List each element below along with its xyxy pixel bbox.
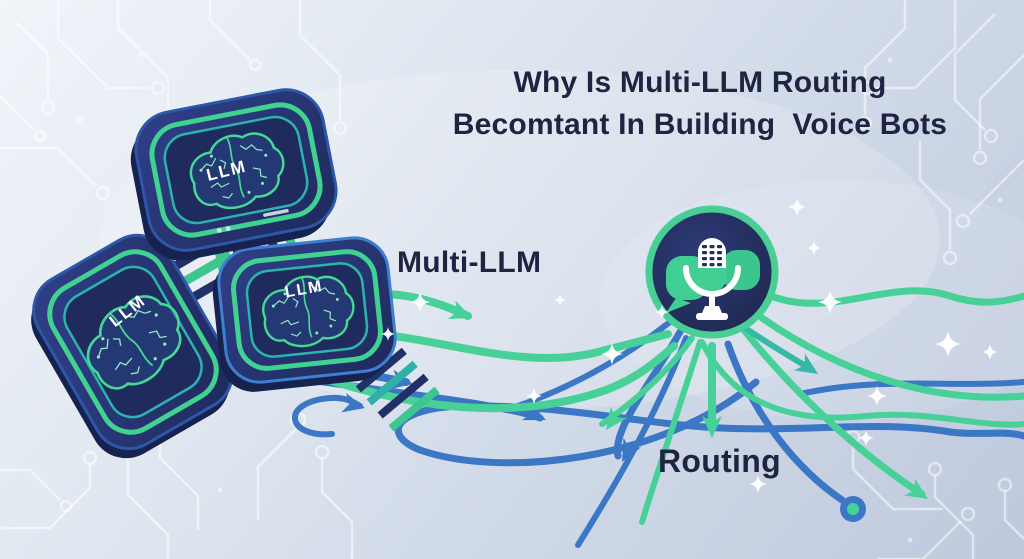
flow-arrow-green-group: [302, 287, 1024, 525]
page-title: Why Is Multi-LLM Routing Becomtant In Bu…: [390, 62, 1010, 146]
chip-middle-label: LLM: [284, 278, 325, 301]
page-title-line-1: Why Is Multi-LLM Routing: [513, 66, 887, 99]
voice-bot-icon: [645, 205, 779, 339]
routing-label: Routing: [658, 443, 781, 479]
llm-chip-left: [31, 233, 234, 459]
circuit-trace-pattern-bottom-right: [845, 429, 1024, 559]
multi-llm-label: Multi-LLM: [397, 246, 542, 279]
routing-flow-arrows: [240, 287, 1024, 548]
circuit-trace-pattern-top-left: [0, 0, 348, 201]
sparkle-icon: [858, 430, 874, 446]
llm-chip-middle: [212, 236, 397, 392]
chip-pins-right: [355, 347, 440, 432]
page-title-line-2: Becomtant In Building Voice Bots: [452, 108, 948, 141]
llm-chip-top: [130, 88, 338, 261]
circuit-trace-pattern-top-right: [857, 0, 1024, 266]
microphone-icon: [683, 238, 741, 320]
connector-node: [840, 496, 866, 522]
